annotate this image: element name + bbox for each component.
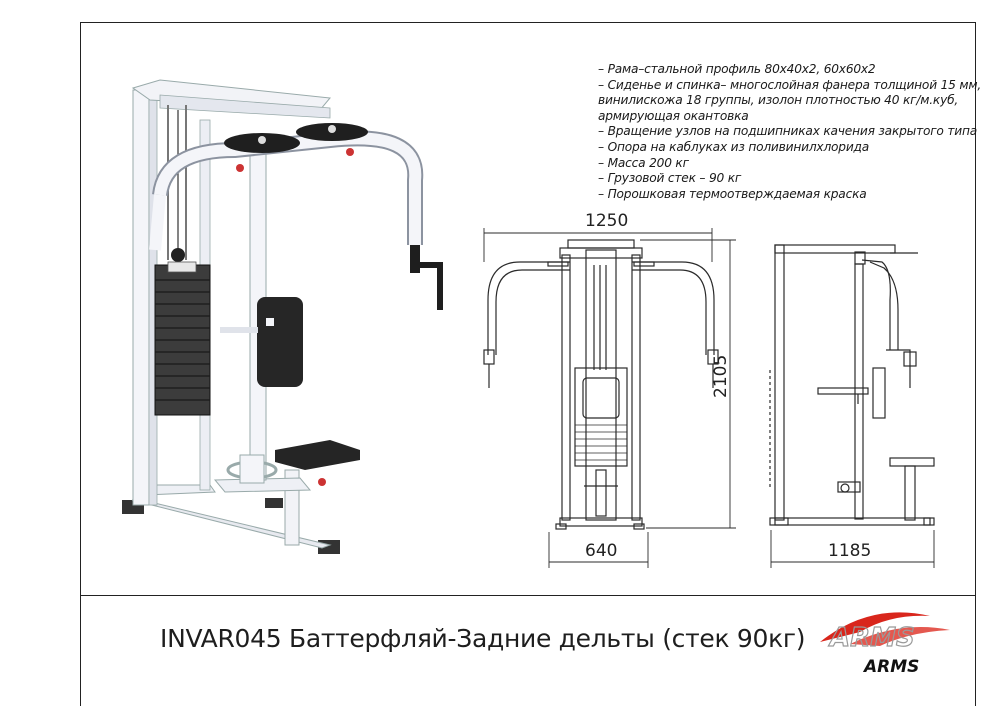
side-dimension-lines bbox=[770, 530, 935, 568]
arms-logo-emblem: ARMS bbox=[820, 612, 950, 654]
document-title: INVAR045 Баттерфляй-Задние дельты (стек … bbox=[160, 624, 806, 653]
spec-line: – Рама–стальной профиль 80х40х2, 60х60х2 bbox=[598, 62, 876, 76]
spec-line: армирующая окантовка bbox=[598, 108, 749, 123]
dimension-depth: 1185 bbox=[828, 541, 871, 561]
spec-line: – Вращение узлов на подшипниках качения … bbox=[598, 124, 978, 139]
front-dimension-lines bbox=[483, 228, 736, 568]
specifications-list: – Рама–стальной профиль 80х40х2, 60х60х2… bbox=[598, 62, 982, 202]
dimension-height: 2105 bbox=[711, 355, 731, 398]
spec-line: – Масса 200 кг bbox=[598, 155, 689, 170]
svg-text:ARMS: ARMS bbox=[828, 623, 915, 653]
spec-line: – Опора на каблуках из поливинилхлорида bbox=[598, 139, 870, 154]
drawing-sheet-frame bbox=[80, 22, 976, 706]
dimension-base-width: 640 bbox=[585, 541, 617, 561]
side-view-drawing bbox=[769, 244, 935, 526]
spec-line: винилискожа 18 группы, изолон плотностью… bbox=[598, 93, 959, 108]
dimension-width: 1250 bbox=[585, 211, 628, 231]
title-block-divider bbox=[80, 595, 976, 596]
arms-logo-text: ARMS bbox=[862, 657, 919, 677]
spec-line: – Порошковая термоотверждаемая краска bbox=[598, 186, 867, 201]
spec-line: – Сиденье и спинка– многослойная фанера … bbox=[598, 77, 982, 92]
arms-logo: ARMS ARMS bbox=[820, 612, 950, 677]
machine-illustration bbox=[122, 79, 443, 554]
front-view-drawing bbox=[483, 239, 719, 530]
spec-line: – Грузовой стек – 90 кг bbox=[598, 171, 742, 186]
